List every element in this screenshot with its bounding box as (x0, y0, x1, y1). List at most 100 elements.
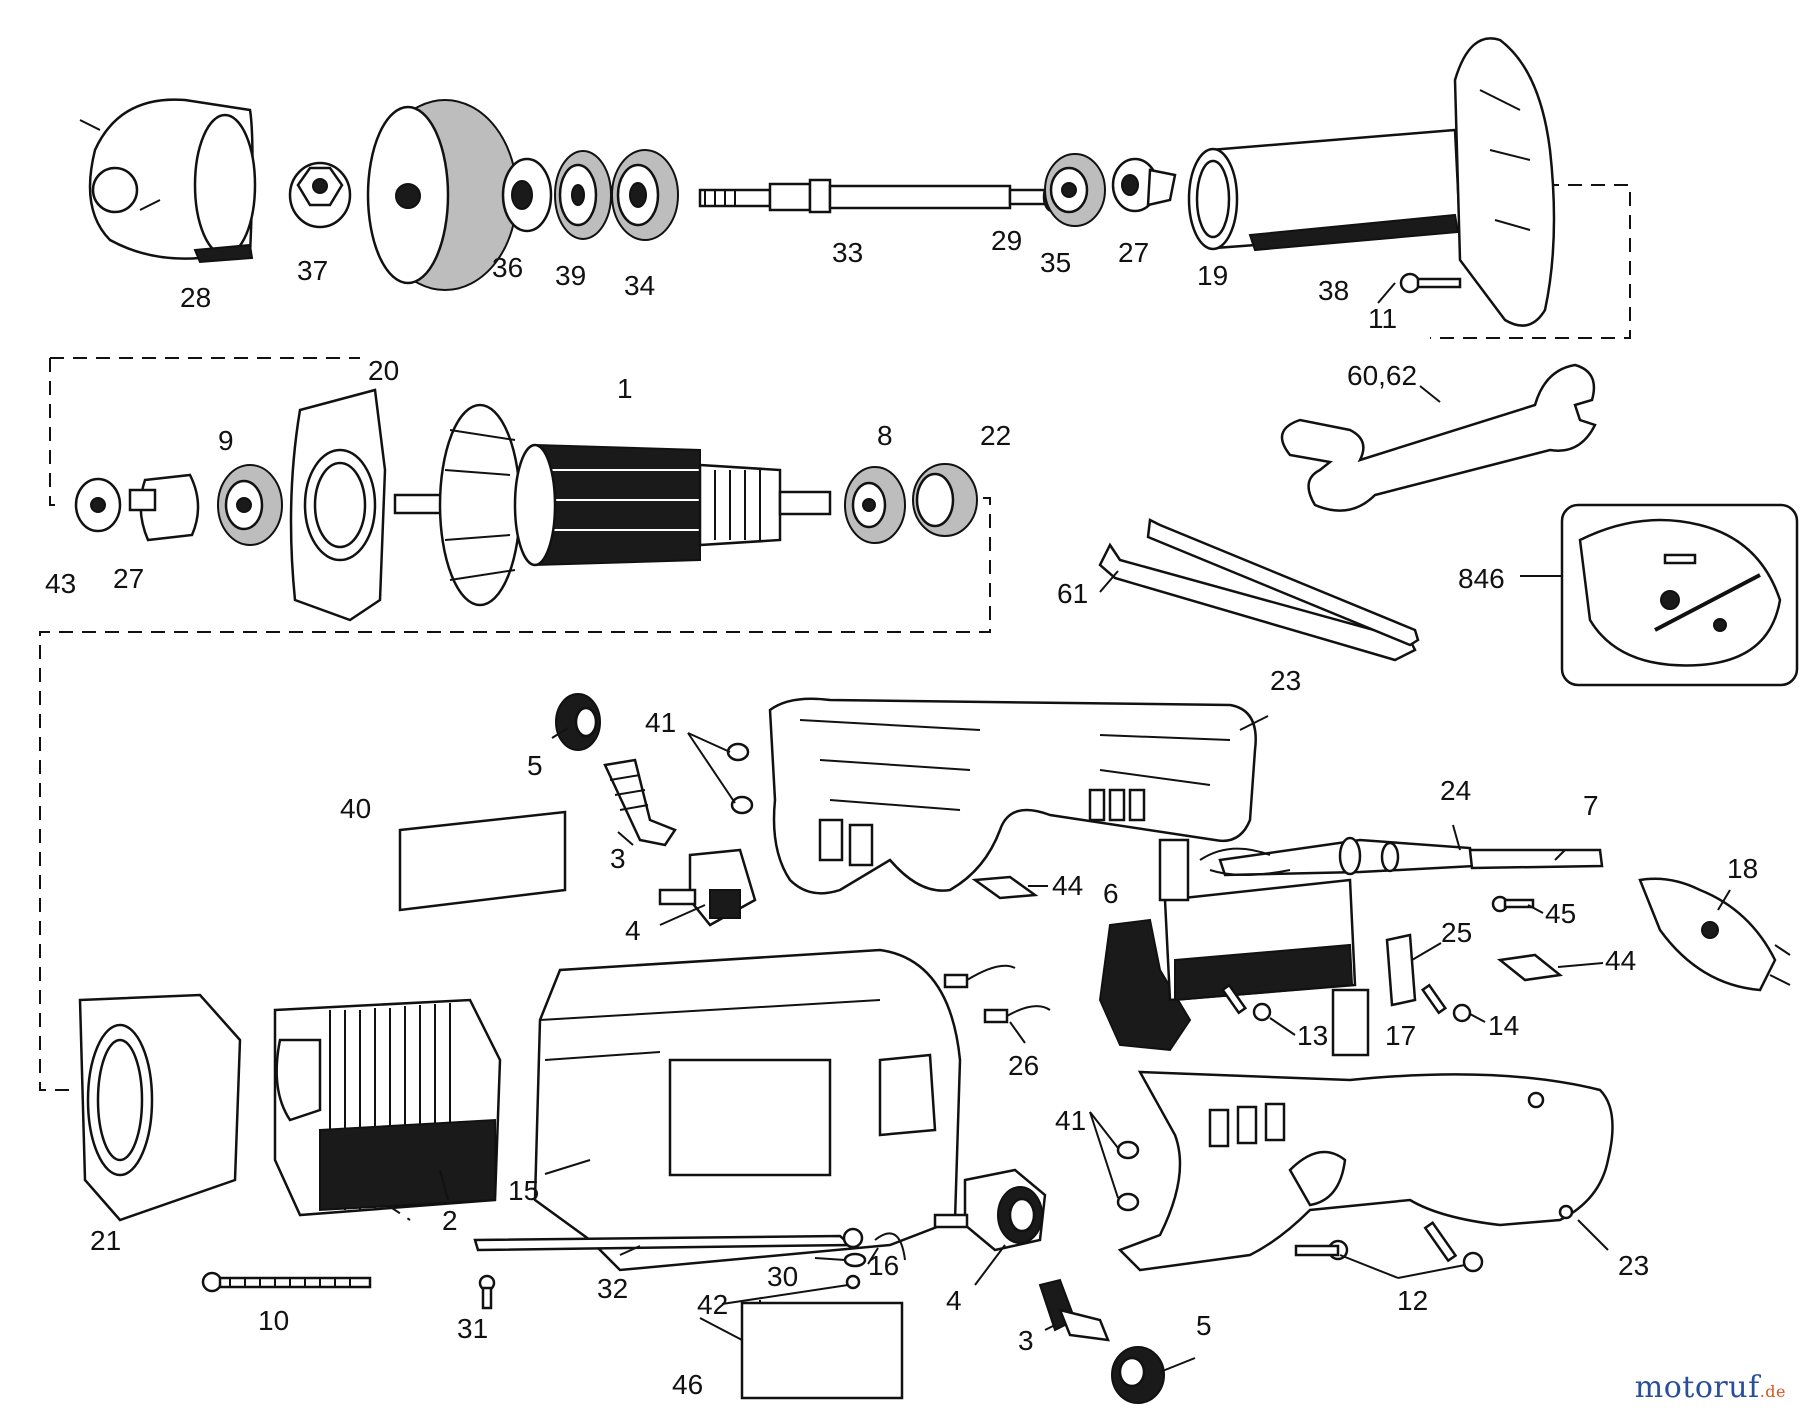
plug-18 (1638, 877, 1791, 992)
screw-13 (1220, 983, 1272, 1022)
end-bell-21 (78, 993, 242, 1222)
label-45: 45 (1545, 898, 1576, 929)
cord-protector-24 (1218, 836, 1477, 877)
label-17: 17 (1385, 1020, 1416, 1051)
bearing-34 (611, 149, 679, 241)
bearing-8 (844, 466, 906, 544)
watermark-brand: motoruf (1634, 1370, 1760, 1405)
switch-6[interactable] (1098, 838, 1357, 1052)
label-27-top: 27 (1118, 237, 1149, 268)
label-39: 39 (555, 260, 586, 291)
screws-12 (1294, 1221, 1484, 1273)
screw-11 (1399, 272, 1462, 294)
label-40: 40 (340, 793, 371, 824)
label-44-a: 44 (1052, 870, 1083, 901)
label-2: 2 (442, 1205, 458, 1236)
brush-holder-4-top (658, 848, 757, 927)
label-23-bottom: 23 (1618, 1250, 1649, 1281)
label-35: 35 (1040, 247, 1071, 278)
label-plate-40 (398, 810, 567, 912)
label-26: 26 (1008, 1050, 1039, 1081)
label-plate-46 (740, 1301, 904, 1400)
flange-39 (554, 150, 612, 240)
screw-31 (478, 1274, 496, 1310)
watermark-tld: .de (1759, 1382, 1786, 1401)
label-32: 32 (597, 1273, 628, 1304)
label-4-top: 4 (625, 915, 641, 946)
brush-holder-4-bottom (933, 1168, 1047, 1252)
leader-lines (439, 282, 1731, 1373)
label-4-bottom: 4 (946, 1285, 962, 1316)
label-41-top: 41 (645, 707, 676, 738)
label-46: 46 (672, 1369, 703, 1400)
inserts-41-top (726, 742, 754, 815)
label-22: 22 (980, 420, 1011, 451)
label-21: 21 (90, 1225, 121, 1256)
power-cord-7 (1199, 847, 1604, 876)
brush-cap-5-bottom (1111, 1346, 1165, 1404)
label-27-mid: 27 (113, 563, 144, 594)
label-9: 9 (218, 425, 234, 456)
ground-wire-32 (473, 1227, 906, 1261)
washer-36 (501, 157, 553, 233)
terminal-26 (943, 964, 1051, 1024)
armature-1 (393, 403, 832, 607)
label-44-b: 44 (1605, 945, 1636, 976)
label-31: 31 (457, 1313, 488, 1344)
spindle-33 (698, 178, 1062, 214)
label-14: 14 (1488, 1010, 1519, 1041)
motor-housing-15 (533, 948, 962, 1272)
label-41-bottom: 41 (1055, 1105, 1086, 1136)
label-34: 34 (624, 270, 655, 301)
screw-45 (1491, 895, 1535, 913)
nut-43 (74, 477, 122, 533)
label-11: 11 (1368, 303, 1397, 334)
label-42: 42 (697, 1289, 728, 1320)
label-38: 38 (1318, 275, 1349, 306)
label-10: 10 (258, 1305, 289, 1336)
handle-half-top-23 (768, 697, 1257, 895)
brush-3-top (603, 758, 677, 847)
wrench-60-62 (1280, 363, 1597, 512)
label-33: 33 (832, 237, 863, 268)
coupling-27-motor (128, 473, 200, 542)
label-61: 61 (1057, 578, 1088, 609)
gear-housing-38 (1187, 37, 1556, 327)
field-coil-2 (273, 998, 502, 1217)
insulator-44-a (971, 875, 1039, 900)
screw-42 (845, 1274, 861, 1290)
bearing-9 (217, 464, 283, 546)
label-3-bottom: 3 (1018, 1325, 1034, 1356)
label-25: 25 (1441, 917, 1472, 948)
part-labels: 28 37 36 39 34 33 29 35 27 19 38 11 20 9… (45, 225, 1758, 1400)
inserts-41-bottom (1116, 1140, 1140, 1212)
label-24: 24 (1440, 775, 1471, 806)
label-19: 19 (1197, 260, 1228, 291)
label-6: 6 (1103, 878, 1119, 909)
wheel-guard-28 (79, 98, 257, 264)
hardware-kit-846[interactable] (1560, 503, 1799, 687)
label-7: 7 (1583, 790, 1599, 821)
insulator-17 (1331, 988, 1370, 1057)
label-5-bottom: 5 (1196, 1310, 1212, 1341)
label-29: 29 (991, 225, 1022, 256)
brush-3-bottom (1038, 1278, 1110, 1342)
baffle-plate-20 (289, 388, 387, 622)
grinding-wheel (366, 99, 518, 291)
coupling-27 (1111, 157, 1177, 213)
label-28: 28 (180, 282, 211, 313)
label-1: 1 (617, 373, 633, 404)
label-60-62: 60,62 (1347, 360, 1417, 391)
label-12: 12 (1397, 1285, 1428, 1316)
label-8: 8 (877, 420, 893, 451)
label-5-top: 5 (527, 750, 543, 781)
watermark-logo: motoruf.de (1635, 1370, 1786, 1405)
label-16: 16 (868, 1250, 899, 1281)
label-3-top: 3 (610, 843, 626, 874)
label-30: 30 (767, 1261, 798, 1292)
screw-10 (201, 1271, 372, 1293)
label-18: 18 (1727, 853, 1758, 884)
label-37: 37 (297, 255, 328, 286)
